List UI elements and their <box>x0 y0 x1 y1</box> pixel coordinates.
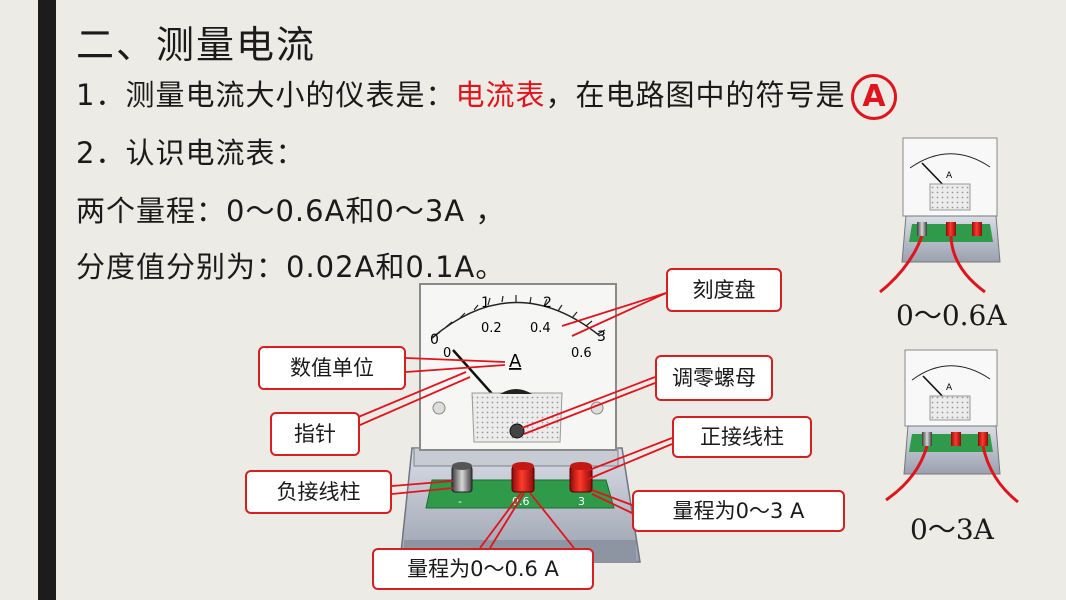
callout-leaders <box>343 292 673 549</box>
scale-bottom-0: 0 <box>443 346 451 361</box>
line1-suffix: ，在电路图中的符号是 <box>545 78 846 112</box>
scale-top-1: 1 <box>481 295 490 311</box>
callout-range-06: 量程为0～0.6 A <box>372 548 594 590</box>
scale-top-2: 2 <box>543 295 552 311</box>
scale-top-0: 0 <box>430 332 439 348</box>
callout-negative-post: 负接线柱 <box>245 470 392 514</box>
callout-pointer: 指针 <box>270 412 360 456</box>
meter-unit: A <box>509 351 522 372</box>
callout-range-3: 量程为0～3 A <box>632 490 845 532</box>
line1-prefix: 1．测量电流大小的仪表是： <box>76 78 456 112</box>
terminal-posts: - 0.6 3 <box>451 462 593 508</box>
question-line-2: 2．认识电流表： <box>76 136 306 170</box>
terminal-label-negative: - <box>458 495 462 508</box>
callout-positive-post: 正接线柱 <box>672 416 812 458</box>
callout-dial: 刻度盘 <box>666 268 782 312</box>
small-meter-3: A <box>885 349 1019 504</box>
division-line: 分度值分别为：0.02A和0.1A。 <box>76 250 506 284</box>
small-meter-06: A <box>879 137 1001 294</box>
small-meter-label-3: 0～3A <box>910 513 994 546</box>
zero-adjust-nut-icon <box>509 423 525 439</box>
scale-top-3: 3 <box>597 329 606 345</box>
terminal-label-3: 3 <box>578 495 585 508</box>
callout-unit: 数值单位 <box>258 346 406 390</box>
callout-zero-nut: 调零螺母 <box>655 355 773 401</box>
ammeter-term: 电流表 <box>455 78 546 112</box>
scale-bottom-06: 0.6 <box>571 346 592 361</box>
ammeter-symbol-icon: A <box>851 74 898 120</box>
ranges-line: 两个量程：0～0.6A和0～3A ， <box>76 194 506 228</box>
meter-dial-face: 0 1 2 3 0 0.2 0.4 0.6 A <box>419 283 617 451</box>
small-meter-label-06: 0～0.6A <box>896 299 1007 332</box>
scale-bottom-02: 0.2 <box>481 321 502 336</box>
svg-text:A: A <box>946 171 953 181</box>
left-accent-bar <box>38 0 56 600</box>
svg-text:A: A <box>946 383 953 393</box>
slide-title: 二、测量电流 <box>76 23 317 67</box>
scale-bottom-04: 0.4 <box>530 321 551 336</box>
